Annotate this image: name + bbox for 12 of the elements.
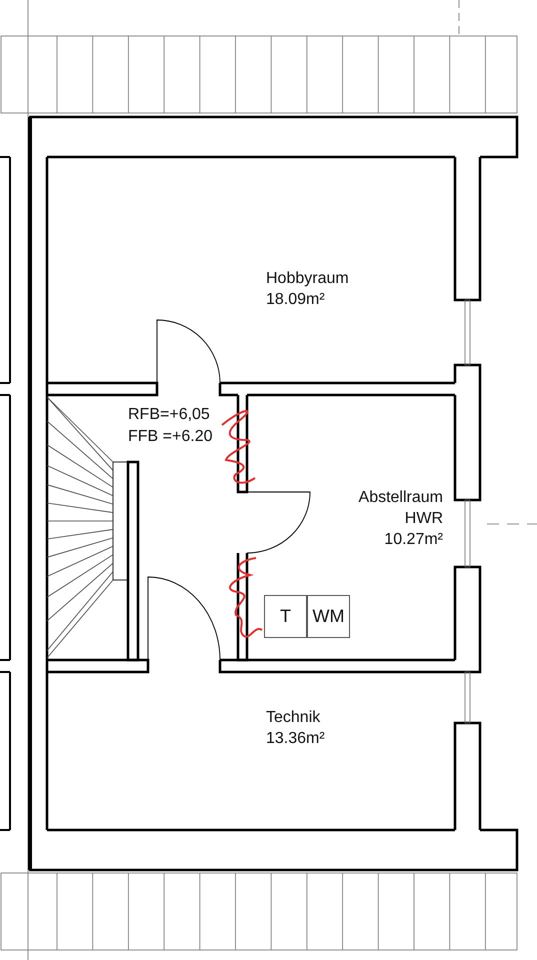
room-area-value: 13.36m² [266,729,325,749]
room-name: Hobbyraum [266,269,349,289]
appliance-label: T [279,606,292,627]
floor-level-note: FFB =+6.20 [128,427,212,447]
appliance-box [264,595,307,638]
room-area-value: 18.09m² [266,290,325,310]
room-name: Abstellraum HWR [358,488,443,529]
floor-level-note: RFB=+6,05 [128,405,210,425]
appliance-label: WM [312,606,346,627]
room-name: Technik [266,708,320,728]
room-area-value: 10.27m² [383,530,443,550]
appliance-box [307,595,350,638]
